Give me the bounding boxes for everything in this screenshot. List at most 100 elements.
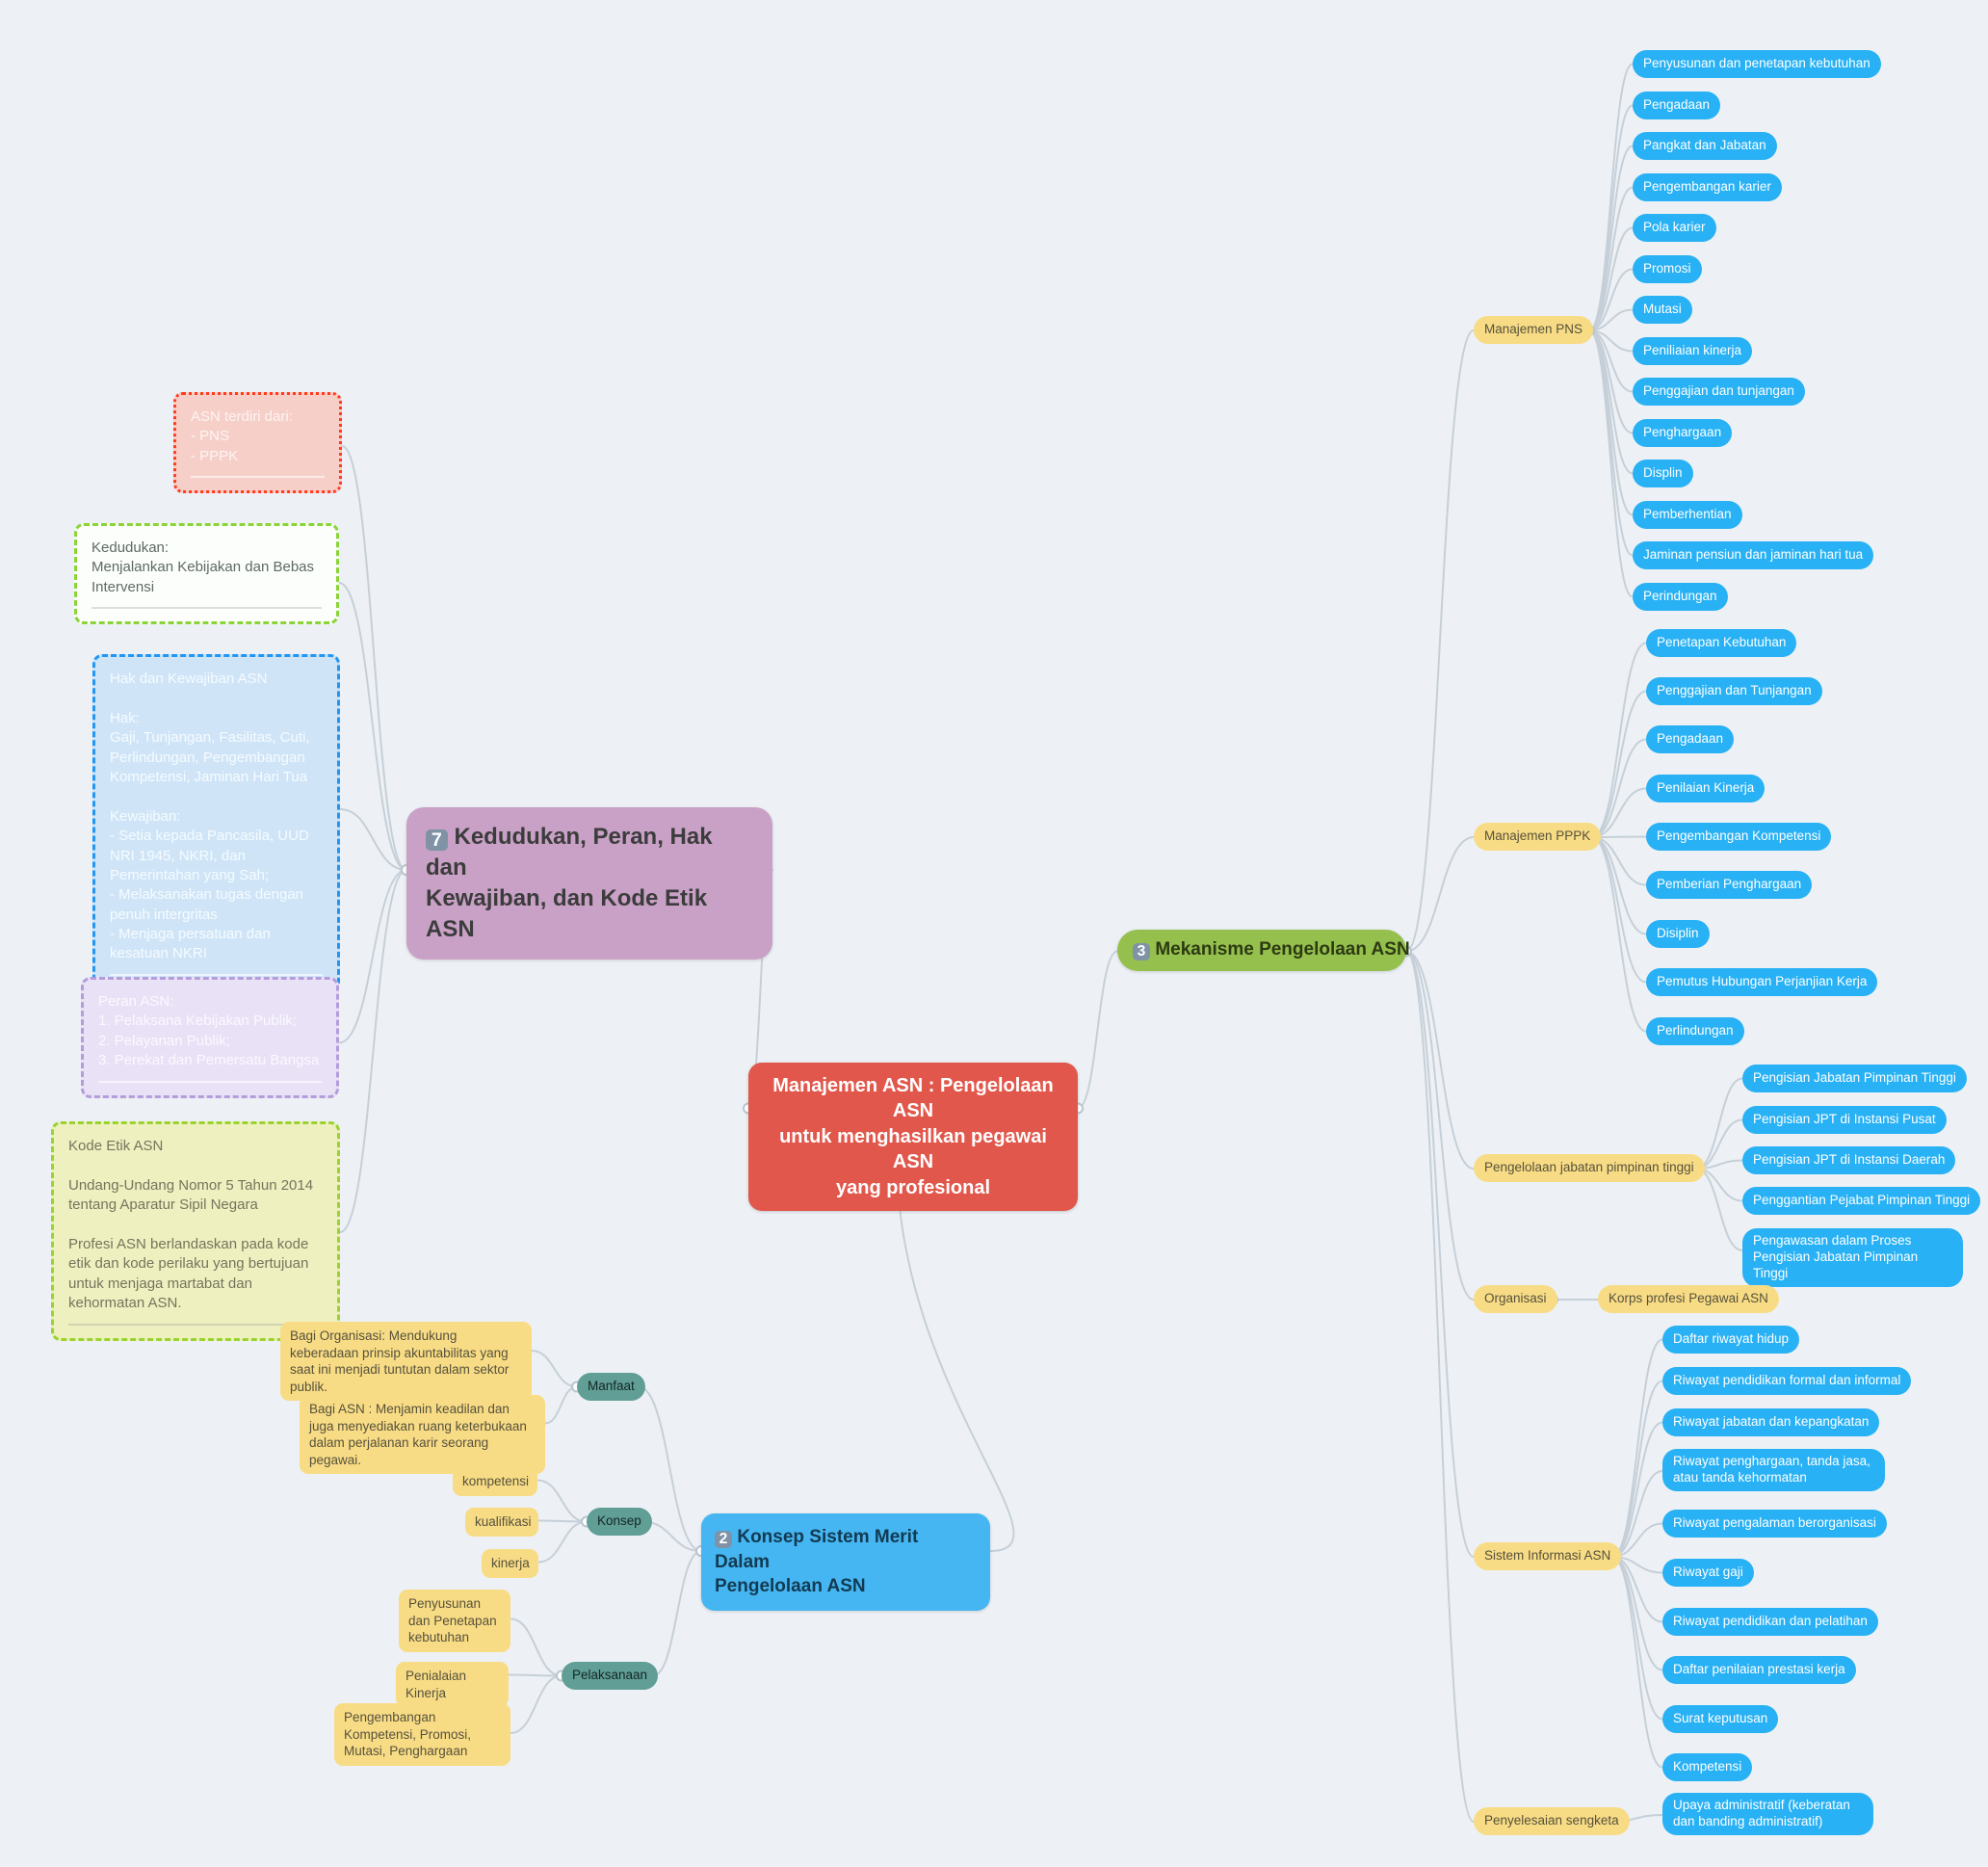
node-cat-sia[interactable]: Sistem Informasi ASN — [1474, 1542, 1622, 1570]
node-pns-pemberhentian[interactable]: Pemberhentian — [1633, 501, 1742, 529]
node-label: Perlindungan — [1657, 1023, 1734, 1038]
node-cat-pppk[interactable]: Manajemen PPPK — [1474, 823, 1602, 851]
node-pppk-penghargaan[interactable]: Pemberian Penghargaan — [1646, 871, 1813, 899]
node-cat-organisasi[interactable]: Organisasi — [1474, 1285, 1557, 1313]
node-bagi-asn[interactable]: Bagi ASN : Menjamin keadilan dan juga me… — [300, 1395, 545, 1475]
node-pppk-penggajian[interactable]: Penggajian dan Tunjangan — [1646, 677, 1822, 705]
node-penilaian-kinerja[interactable]: Penialaian Kinerja — [396, 1662, 509, 1708]
node-label: Pengembangan Kompetensi — [1657, 828, 1821, 843]
node-sia-jabatan[interactable]: Riwayat jabatan dan kepangkatan — [1662, 1408, 1880, 1436]
node-jpt-pengawasan[interactable]: Pengawasan dalam Proses Pengisian Jabata… — [1742, 1228, 1963, 1287]
node-manfaat[interactable]: Manfaat — [577, 1373, 645, 1401]
node-pns-pola-karier[interactable]: Pola karier — [1633, 214, 1716, 242]
node-label: Upaya administratif (keberatan dan bandi… — [1673, 1798, 1850, 1828]
node-label: Pemutus Hubungan Perjanjian Kerja — [1657, 974, 1868, 988]
node-label: Sistem Informasi ASN — [1484, 1548, 1611, 1563]
node-cat-jpt[interactable]: Pengelolaan jabatan pimpinan tinggi — [1474, 1154, 1705, 1182]
node-pppk-pengadaan[interactable]: Pengadaan — [1646, 725, 1735, 753]
node-label: Mekanisme Pengelolaan ASN — [1155, 939, 1410, 960]
node-pns-promosi[interactable]: Promosi — [1633, 255, 1702, 283]
node-sengketa-upaya[interactable]: Upaya administratif (keberatan dan bandi… — [1662, 1793, 1873, 1835]
node-pelaksanaan[interactable]: Pelaksanaan — [562, 1662, 659, 1690]
node-label: Korps profesi Pegawai ASN — [1609, 1291, 1768, 1305]
node-jpt-daerah[interactable]: Pengisian JPT di Instansi Daerah — [1742, 1146, 1956, 1174]
node-label: Surat keputusan — [1673, 1711, 1768, 1725]
node-korps[interactable]: Korps profesi Pegawai ASN — [1598, 1285, 1779, 1313]
node-konsep[interactable]: Konsep — [587, 1508, 652, 1536]
node-pns-pengembangan-karier[interactable]: Pengembangan karier — [1633, 173, 1782, 201]
node-pns-penyusunan[interactable]: Penyusunan dan penetapan kebutuhan — [1633, 50, 1881, 78]
node-label: Pola karier — [1643, 220, 1706, 234]
node-pppk-kompetensi[interactable]: Pengembangan Kompetensi — [1646, 823, 1832, 851]
node-sia-riwayat-hidup[interactable]: Daftar riwayat hidup — [1662, 1326, 1800, 1354]
node-label: Pengawasan dalam Proses Pengisian Jabata… — [1753, 1233, 1919, 1280]
node-box-hak[interactable]: Hak dan Kewajiban ASN Hak: Gaji, Tunjang… — [92, 654, 340, 991]
node-label: Disiplin — [1657, 926, 1699, 940]
node-cat-pns[interactable]: Manajemen PNS — [1474, 316, 1594, 344]
connector — [1588, 329, 1634, 557]
node-pns-jaminan[interactable]: Jaminan pensiun dan jaminan hari tua — [1633, 541, 1874, 569]
node-kompetensi[interactable]: kompetensi — [453, 1467, 537, 1496]
node-box-kode-etik[interactable]: Kode Etik ASN Undang-Undang Nomor 5 Tahu… — [51, 1121, 340, 1341]
node-jpt-pusat[interactable]: Pengisian JPT di Instansi Pusat — [1742, 1106, 1947, 1134]
node-pns-penghargaan[interactable]: Penghargaan — [1633, 419, 1733, 447]
node-kinerja[interactable]: kinerja — [482, 1549, 538, 1578]
node-pppk-penilaian[interactable]: Penilaian Kinerja — [1646, 775, 1766, 802]
connector — [1591, 738, 1647, 838]
node-pns-penggajian[interactable]: Penggajian dan tunjangan — [1633, 378, 1805, 406]
node-pns-disiplin[interactable]: Displin — [1633, 460, 1693, 487]
connector — [338, 869, 407, 1044]
node-label: Jaminan pensiun dan jaminan hari tua — [1643, 547, 1864, 562]
node-label: Penggajian dan tunjangan — [1643, 383, 1794, 398]
node-sia-gaji[interactable]: Riwayat gaji — [1662, 1559, 1754, 1587]
node-sia-prestasi[interactable]: Daftar penilaian prestasi kerja — [1662, 1656, 1856, 1684]
node-label: Penyusunan dan Penetapan kebutuhan — [408, 1596, 497, 1645]
node-sia-organisasi[interactable]: Riwayat pengalaman berorganisasi — [1662, 1510, 1887, 1538]
node-box-asn[interactable]: ASN terdiri dari: - PNS - PPPK — [173, 392, 342, 494]
node-sia-kompetensi[interactable]: Kompetensi — [1662, 1753, 1753, 1781]
node-pns-mutasi[interactable]: Mutasi — [1633, 296, 1692, 324]
node-penyusunan-penetapan[interactable]: Penyusunan dan Penetapan kebutuhan — [399, 1590, 510, 1652]
node-root[interactable]: Manajemen ASN : Pengelolaan ASN untuk me… — [748, 1063, 1078, 1211]
connector — [339, 808, 407, 871]
keycap-7-icon: 7 — [426, 828, 448, 852]
node-bagi-organisasi[interactable]: Bagi Organisasi: Mendukung keberadaan pr… — [280, 1322, 532, 1402]
node-label: Mutasi — [1643, 302, 1682, 316]
node-sia-sk[interactable]: Surat keputusan — [1662, 1705, 1779, 1733]
node-pns-perlindungan[interactable]: Perindungan — [1633, 583, 1728, 611]
node-label: Manfaat — [588, 1379, 635, 1393]
node-pns-pengadaan[interactable]: Pengadaan — [1633, 92, 1721, 119]
node-label: Riwayat penghargaan, tanda jasa, atau ta… — [1673, 1454, 1870, 1485]
node-sia-diklat[interactable]: Riwayat pendidikan dan pelatihan — [1662, 1608, 1878, 1636]
node-jpt-penggantian[interactable]: Penggantian Pejabat Pimpinan Tinggi — [1742, 1187, 1981, 1215]
node-sia-pendidikan-formal[interactable]: Riwayat pendidikan formal dan informal — [1662, 1367, 1912, 1395]
node-box-peran[interactable]: Peran ASN: 1. Pelaksana Kebijakan Publik… — [81, 977, 339, 1098]
connector — [544, 1385, 578, 1425]
node-jpt-pengisian[interactable]: Pengisian Jabatan Pimpinan Tinggi — [1742, 1065, 1967, 1092]
node-pengembangan-promosi[interactable]: Pengembangan Kompetensi, Promosi, Mutasi… — [334, 1703, 510, 1766]
node-label: Kode Etik ASN Undang-Undang Nomor 5 Tahu… — [68, 1138, 314, 1312]
node-label: Peniliaian kinerja — [1643, 343, 1742, 357]
connector — [1588, 145, 1634, 331]
connector — [537, 1520, 588, 1564]
node-pppk-kebutuhan[interactable]: Penetapan Kebutuhan — [1646, 629, 1797, 657]
connector — [531, 1350, 578, 1388]
node-cat-sengketa[interactable]: Penyelesaian sengketa — [1474, 1807, 1630, 1835]
node-label: Penyusunan dan penetapan kebutuhan — [1643, 56, 1870, 70]
node-pns-penilaian[interactable]: Peniliaian kinerja — [1633, 337, 1753, 365]
node-pppk-disiplin[interactable]: Disiplin — [1646, 920, 1710, 948]
node-sia-penghargaan[interactable]: Riwayat penghargaan, tanda jasa, atau ta… — [1662, 1449, 1885, 1491]
node-label: Pengelolaan jabatan pimpinan tinggi — [1484, 1160, 1694, 1174]
node-kualifikasi[interactable]: kualifikasi — [465, 1508, 538, 1537]
node-pppk-phpk[interactable]: Pemutus Hubungan Perjanjian Kerja — [1646, 968, 1878, 996]
node-pns-pangkat[interactable]: Pangkat dan Jabatan — [1633, 132, 1777, 160]
node-box-kedudukan[interactable]: Kedudukan: Menjalankan Kebijakan dan Beb… — [74, 523, 339, 625]
node-pppk-perlindungan[interactable]: Perlindungan — [1646, 1017, 1744, 1045]
connector — [508, 1673, 562, 1677]
node-label: Peran ASN: 1. Pelaksana Kebijakan Publik… — [98, 993, 320, 1069]
